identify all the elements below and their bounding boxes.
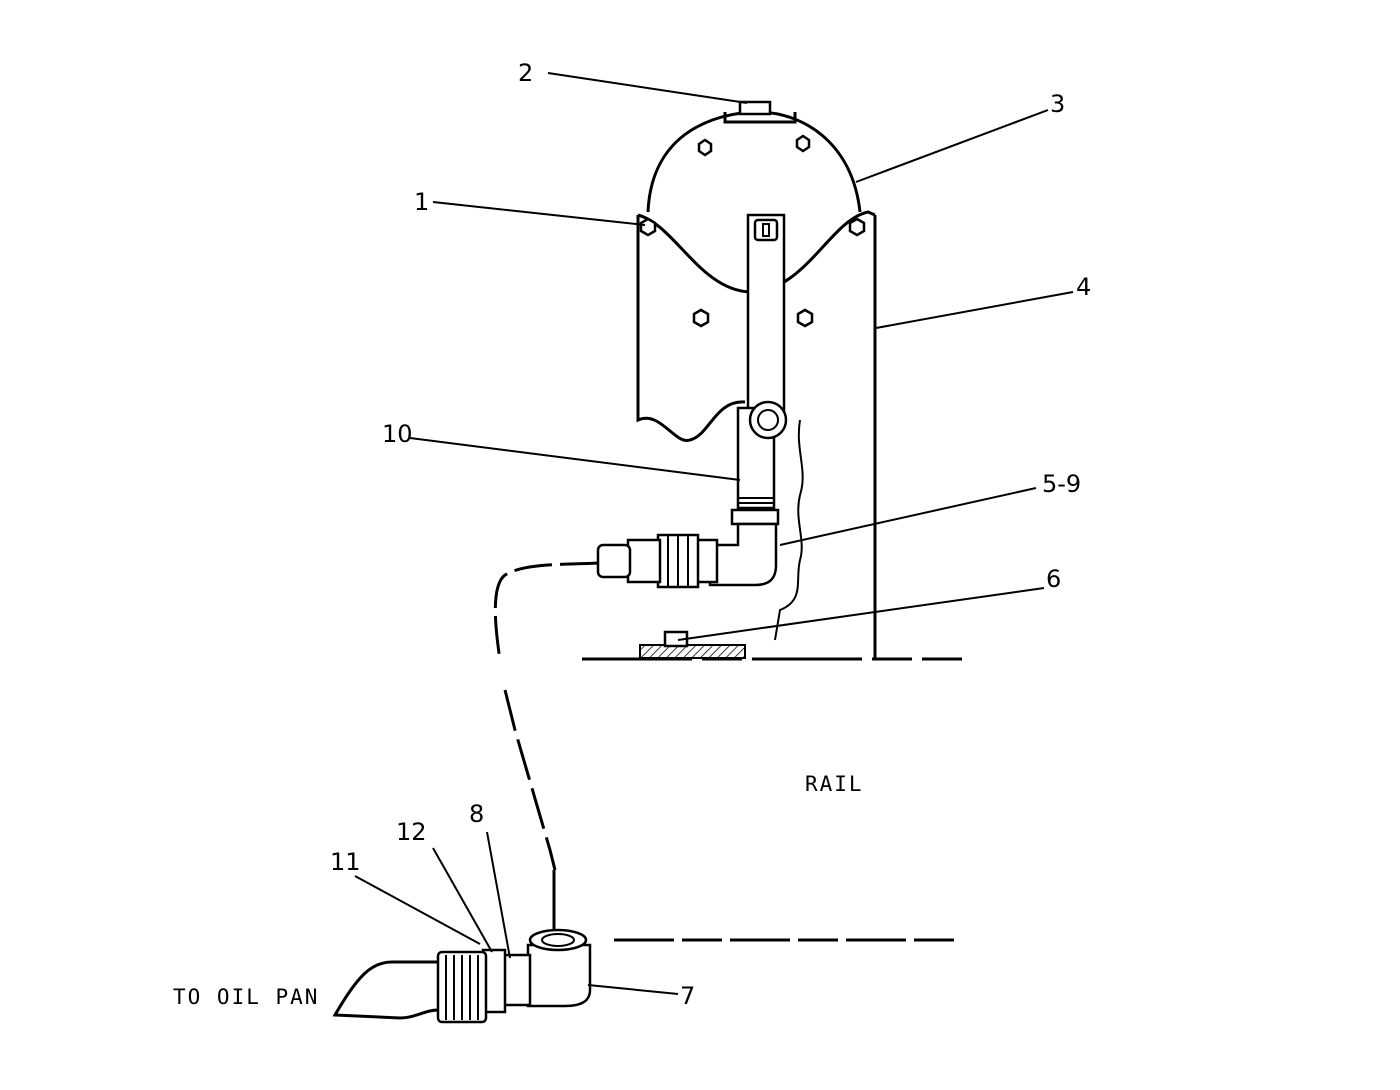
oil-pan-pipe: [332, 960, 439, 1020]
pan-connector: [436, 948, 532, 1024]
lower-elbow: [526, 928, 592, 1008]
drain-hose: [493, 561, 599, 935]
callout-10: 10: [382, 420, 413, 448]
to-oil-pan-label: TO OIL PAN: [173, 985, 319, 1009]
callout-8: 8: [469, 800, 484, 828]
breather-tube: [736, 213, 788, 510]
callout-12: 12: [396, 818, 427, 846]
callout-11: 11: [330, 848, 361, 876]
callout-5-9: 5-9: [1042, 470, 1081, 498]
callout-4: 4: [1076, 273, 1091, 301]
hex-bolt: [639, 134, 866, 328]
callout-7: 7: [680, 982, 695, 1010]
leader-lines: [354, 72, 1074, 995]
callout-2: 2: [518, 59, 533, 87]
callout-1: 1: [414, 188, 429, 216]
breather-housing: [646, 110, 862, 213]
rail-label: RAIL: [805, 772, 864, 796]
callout-6: 6: [1046, 565, 1061, 593]
callout-3: 3: [1050, 90, 1065, 118]
top-fitting: [738, 100, 772, 116]
rail-lines: [582, 657, 962, 942]
elbow-fitting: [596, 508, 780, 589]
clip: [639, 630, 746, 659]
